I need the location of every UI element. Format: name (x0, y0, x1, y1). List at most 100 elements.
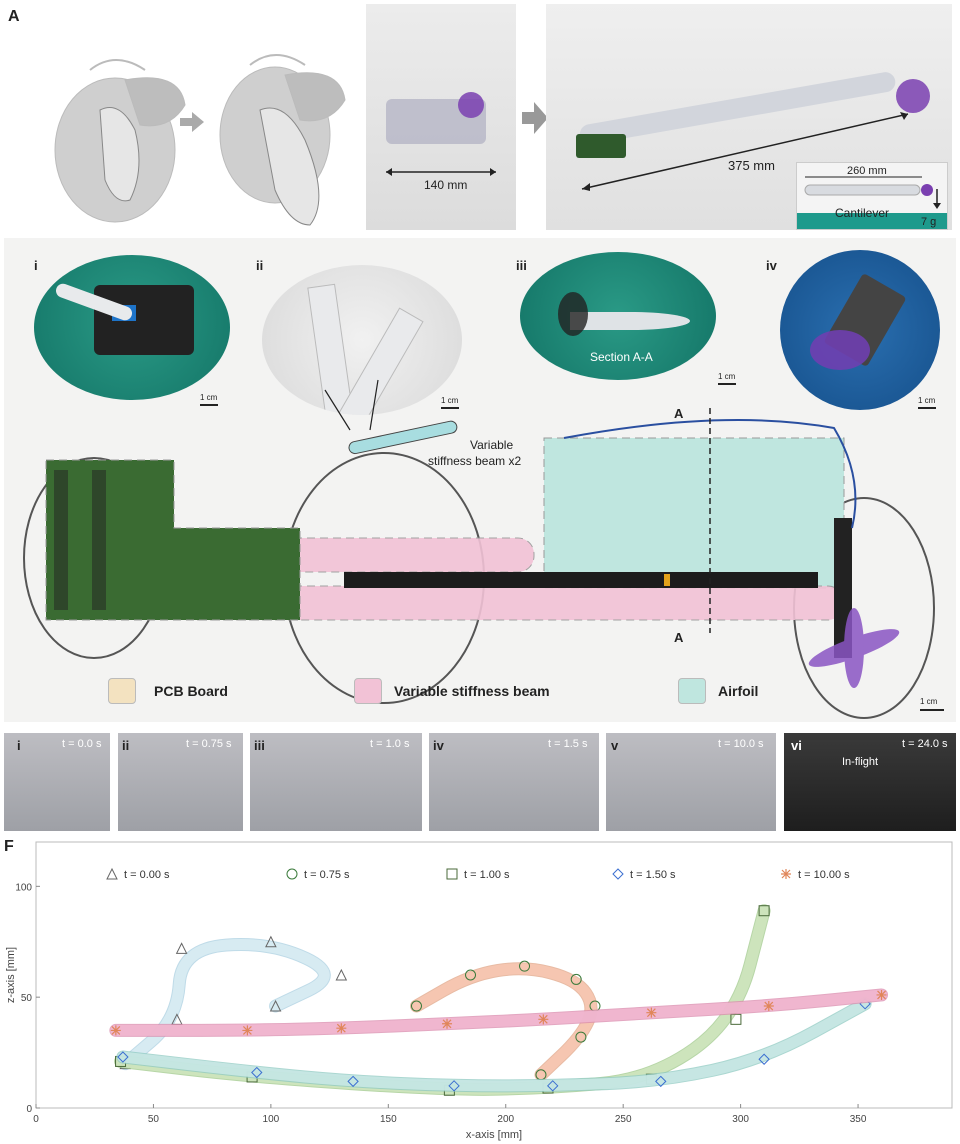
propeller-icon (458, 92, 484, 118)
inset-iii-label: iii (516, 258, 527, 273)
panel-b-length: 140 mm (424, 178, 467, 192)
series-4-point-1 (242, 1025, 253, 1036)
frame-i (4, 733, 110, 831)
beam-callout-line2: stiffness beam x2 (428, 454, 522, 468)
frame-v (606, 733, 776, 831)
series-3-point-1 (251, 1066, 263, 1079)
frame-iv-label: iv (433, 738, 444, 753)
x-tick-label-7: 350 (850, 1114, 867, 1125)
series-1-point-0 (410, 1000, 422, 1012)
panel-b-photo: 140 mm (366, 4, 516, 230)
frame-iii (250, 733, 422, 831)
series-3-point-5 (655, 1075, 667, 1088)
legend-label-airfoil: Airfoil (718, 683, 759, 699)
inset-iii-caption: Section A-A (590, 350, 653, 364)
frame-vi-label: vi (791, 738, 802, 753)
x-tick-label-5: 250 (615, 1114, 632, 1125)
x-axis-label: x-axis [mm] (466, 1129, 522, 1141)
x-tick-label-2: 100 (263, 1114, 280, 1125)
pcb-region (45, 459, 301, 621)
frame-i-label: i (17, 738, 21, 753)
airfoil-region (543, 437, 845, 589)
propeller-icon (808, 608, 900, 688)
legend-marker-1 (286, 868, 298, 880)
frame-iv (429, 733, 599, 831)
legend-chip-beam (354, 678, 382, 704)
panel-d-diagram: A A 1 cm (23, 406, 944, 719)
series-2-point-5 (730, 1013, 742, 1025)
frame-vi-time: t = 24.0 s (902, 738, 948, 750)
y-tick-label-2: 100 (15, 882, 32, 893)
inset-iii-scale: 1 cm (718, 372, 736, 381)
series-3-point-3 (448, 1080, 460, 1092)
frame-ii (118, 733, 243, 831)
inset-iv-photo (780, 250, 940, 410)
legend-chip-airfoil (678, 678, 706, 704)
x-tick-label-1: 50 (148, 1114, 160, 1125)
panel-c-photo: 375 mm 260 mm Cantilever 7 g (546, 4, 952, 230)
legend-label-0: t = 0.00 s (124, 869, 170, 881)
section-marker-top: A (674, 406, 684, 421)
x-tick-label-6: 300 (732, 1114, 749, 1125)
series-4-point-0 (110, 1025, 121, 1036)
spine (344, 572, 818, 588)
series-3-point-4 (547, 1080, 559, 1092)
frame-v-label: v (611, 738, 619, 753)
x-tick-label-0: 0 (33, 1114, 39, 1125)
frame-i-time: t = 0.0 s (62, 738, 102, 750)
propeller-icon (896, 79, 930, 113)
beetle-icon-deployed (219, 54, 346, 226)
beetle-icon-closed (54, 59, 186, 223)
x-tick-label-4: 200 (497, 1114, 514, 1125)
propeller-icon (810, 330, 870, 370)
panel-a-label: A (8, 8, 20, 25)
series-3-band (117, 998, 871, 1092)
inset-i-label: i (34, 258, 38, 273)
pcb-board (576, 134, 626, 158)
series-1-point-2 (519, 960, 531, 972)
series-3-point-2 (347, 1075, 359, 1088)
arrow-right-icon (522, 102, 548, 134)
legend-label-1: t = 0.75 s (304, 869, 350, 881)
frame-iii-label: iii (254, 738, 265, 753)
cantilever-mass: 7 g (921, 216, 936, 228)
series-0-point-4 (335, 968, 348, 981)
y-tick-label-0: 0 (26, 1104, 32, 1115)
series-0-point-3 (265, 935, 277, 948)
legend-label-4: t = 10.00 s (798, 869, 850, 881)
inset-ii-scale: 1 cm (441, 396, 459, 405)
legend-label-3: t = 1.50 s (630, 869, 676, 881)
series-4-point-7 (876, 989, 887, 1000)
series-4-point-6 (763, 1001, 774, 1012)
series-0-band (119, 939, 330, 1070)
frame-v-time: t = 10.0 s (718, 738, 764, 750)
inset-ii-label: ii (256, 258, 264, 273)
frame-ii-time: t = 0.75 s (186, 738, 232, 750)
legend-label-beam: Variable stiffness beam (394, 683, 550, 699)
section-marker-bottom: A (674, 630, 684, 645)
cantilever-inset: 260 mm Cantilever 7 g (796, 162, 948, 230)
frame-ii-label: ii (122, 738, 130, 753)
series-0-point-5 (269, 999, 282, 1012)
y-axis-label: z-axis [mm] (5, 947, 17, 1003)
series-1-point-3 (570, 973, 582, 985)
series-4-point-2 (336, 1023, 347, 1034)
legend-label-pcb: PCB Board (154, 683, 228, 699)
y-tick-label-1: 50 (21, 993, 33, 1004)
series-1-point-1 (465, 969, 477, 981)
series-1-point-5 (575, 1031, 587, 1043)
inset-iv-label: iv (766, 258, 777, 273)
legend-marker-3 (612, 868, 624, 880)
legend-marker-2 (446, 868, 458, 880)
legend-marker-0 (106, 867, 118, 880)
legend-label-2: t = 1.00 s (464, 869, 510, 881)
series-1-band (410, 963, 597, 1081)
frame-iii-time: t = 1.0 s (370, 738, 410, 750)
legend-chip-pcb (108, 678, 136, 704)
arrow-right-icon (180, 112, 204, 132)
frame-vi (784, 733, 956, 831)
series-3-point-0 (117, 1051, 129, 1063)
panel-a-illustration (54, 54, 346, 226)
cantilever-length: 260 mm (847, 165, 887, 177)
